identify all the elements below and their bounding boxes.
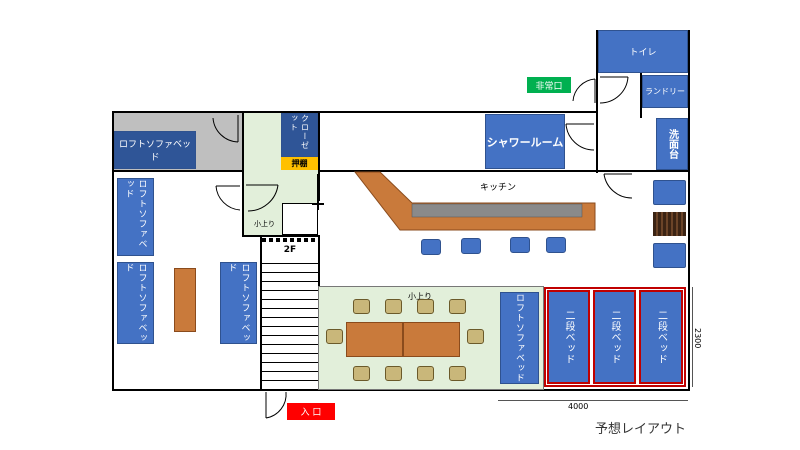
wall-east-right [688,30,690,173]
stool-icon [385,299,402,314]
loft-sofa-bed-top-label: ロフトソファベッド [118,140,191,163]
floor-2f-label-box: 2F [262,244,318,256]
bunk-bed-2-label: 二段ベッド [609,309,620,365]
wall-corridor-bottom [242,235,320,237]
stool-icon [449,299,466,314]
bar-stool-4 [546,237,566,253]
door-swing-icon [246,184,279,212]
loft-sofa-bed-left-1: ロフトソファベッド [117,178,154,256]
step-up-label-lounge: 小上り [408,292,432,301]
kitchen-label: キッチン [480,183,517,193]
laundry: ランドリー [642,75,688,108]
dining-table-2 [403,322,460,357]
wall-left [112,111,114,391]
loft-sofa-bed-left-2-label: ロフトソファベッド [123,263,147,343]
dim-height-text: 2300 [693,328,702,349]
emergency-exit-label: 非常口 [535,81,563,92]
loft-sofa-bed-left-3: ロフトソファベッド [220,262,257,344]
bunk-bed-2: 二段ベッド [593,290,636,384]
wall-laundry-div [640,73,642,118]
dim-line-height [692,287,693,387]
wall-kitchen-top [318,170,690,172]
loft-sofa-bed-lounge-label: ロフトソファベッド [514,293,524,383]
entrance: 入 口 [287,403,335,420]
entrance-label: 入 口 [300,408,322,418]
closet: クローゼット [281,113,318,157]
door-swing-icon [603,173,633,199]
shelf-label: 押棚 [291,159,308,168]
stair-icon [262,237,318,389]
door-swing-icon [599,76,629,104]
laundry-label: ランドリー [645,87,685,96]
bunk-bed-1-label: 二段ベッド [563,309,574,365]
stool-icon [417,299,434,314]
dim-height-label: 2300 [693,328,702,348]
bunk-bed-3-label: 二段ベッド [655,309,667,365]
stool-icon [467,329,484,344]
loft-sofa-bed-lounge: ロフトソファベッド [500,292,539,384]
shower-room-label: シャワールーム [486,135,564,149]
washbasin-label: 洗面台 [666,129,678,159]
layout-caption: 予想レイアウト [595,422,687,437]
door-swing-icon [265,391,287,419]
stool-icon [353,366,370,381]
bar-stool-3 [510,237,530,253]
stool-icon [385,366,402,381]
dim-width-label: 4000 [568,402,589,411]
floor-2f-label: 2F [283,245,297,255]
bunk-bed-3: 二段ベッド [639,290,683,384]
wall-stair-left [260,235,262,390]
dim-line-width [498,400,688,401]
washbasin: 洗面台 [656,118,688,170]
bar-stool-2 [461,238,481,254]
bunk-bed-area [544,287,686,387]
kitchen-counter [353,171,596,231]
sofa-icon [653,243,686,268]
stool-icon [417,366,434,381]
loft-sofa-bed-left-1-label: ロフトソファベッド [123,179,147,249]
toilet: トイレ [598,30,688,73]
loft-sofa-bed-left-3-label: ロフトソファベッド [226,263,250,343]
dining-table-1 [346,322,403,357]
side-table [174,268,196,332]
wall-corridor-right [242,111,244,236]
stool-icon [326,329,343,344]
loft-sofa-bed-left-2: ロフトソファベッド [117,262,154,344]
door-swing-icon [572,78,596,103]
shower-room: シャワールーム [485,114,565,169]
door-swing-icon [215,185,241,211]
stair-divider [262,238,318,242]
shelf: 押棚 [281,157,318,170]
door-swing-icon [312,174,324,210]
stool-icon [449,366,466,381]
step-up-label-corridor: 小上り [254,220,275,228]
stool-icon [353,299,370,314]
wall-bottom [112,389,690,391]
bar-stool-1 [421,239,441,255]
side-cabinet [653,212,686,236]
wall-east-shower-bottom [484,111,598,113]
closet-label: クローゼット [289,114,310,150]
door-swing-icon [565,123,595,151]
wall-kitchen-left [318,111,320,201]
wall-top-left [112,111,598,113]
bunk-bed-1: 二段ベッド [547,290,590,384]
door-swing-icon [212,115,239,143]
wall-grey-bottom [112,170,242,172]
emergency-exit: 非常口 [527,77,571,93]
sofa-icon [653,180,686,205]
wall-right [688,170,690,391]
corridor-box [282,203,318,235]
toilet-label: トイレ [629,48,657,58]
loft-sofa-bed-top: ロフトソファベッド [114,131,196,169]
wall-east-top [596,30,598,173]
